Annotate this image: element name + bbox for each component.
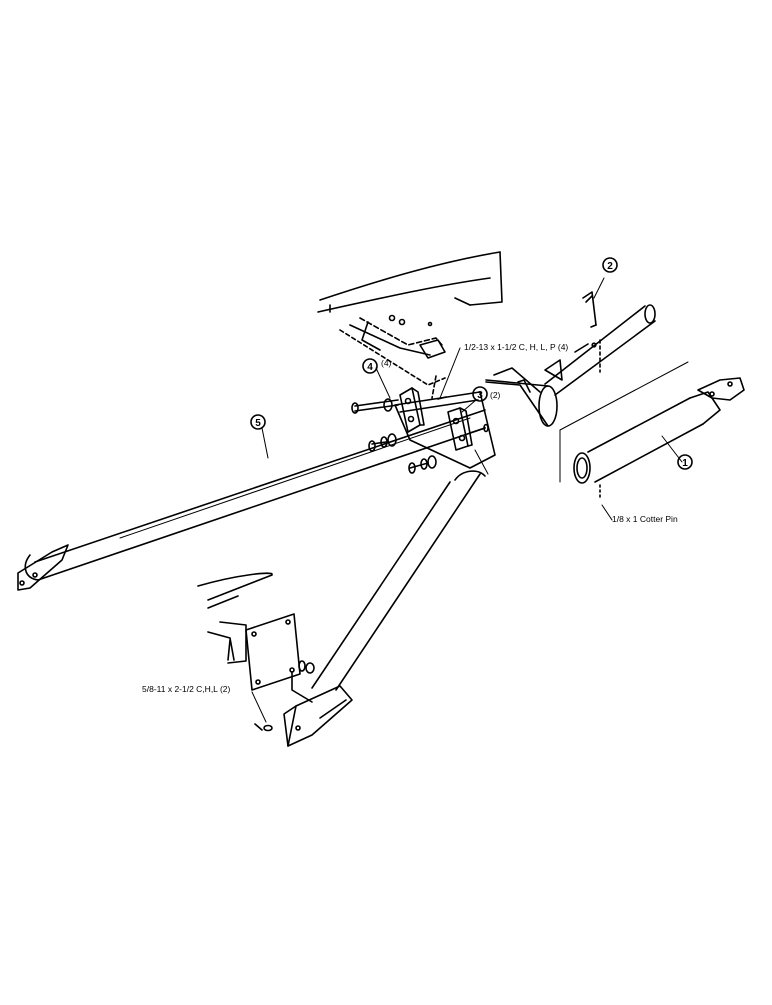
diagonal-brace-tube (311, 449, 489, 691)
callout-2: 2 (602, 257, 618, 273)
callout-4: 4 (4) (362, 358, 392, 374)
bolt-lower-label: 5/8-11 x 2-1/2 C,H,L (2) (142, 684, 231, 694)
callout-1-number: 1 (682, 458, 688, 469)
tongue-extension-tube (544, 304, 656, 396)
center-collar (485, 367, 558, 427)
implement-body-upper (317, 251, 503, 386)
clevis-bracket-2 (447, 407, 473, 451)
lower-hitch-bracket (283, 685, 353, 747)
callout-5-number: 5 (255, 418, 261, 429)
hitch-mount-plate (394, 391, 496, 469)
bolt-upper-label: 1/2-13 x 1-1/2 C, H, L, P (4) (464, 342, 568, 352)
clevis-bracket (399, 387, 425, 433)
callout-4-qty: (4) (381, 358, 392, 368)
callout-3-number: 3 (477, 390, 483, 401)
callout-4-number: 4 (367, 362, 373, 373)
implement-body-lower (197, 572, 315, 732)
callout-2-number: 2 (607, 261, 613, 272)
callout-3: 3 (2) (472, 386, 501, 402)
callout-3-qty: (2) (490, 390, 501, 400)
main-tongue-tube (17, 409, 486, 591)
hitch-pin (582, 291, 597, 328)
cotter-pin-label: 1/8 x 1 Cotter Pin (612, 514, 678, 524)
callout-5: 5 (250, 414, 266, 430)
callout-1: 1 (677, 454, 693, 470)
tongue-tube-assembly (559, 361, 745, 501)
